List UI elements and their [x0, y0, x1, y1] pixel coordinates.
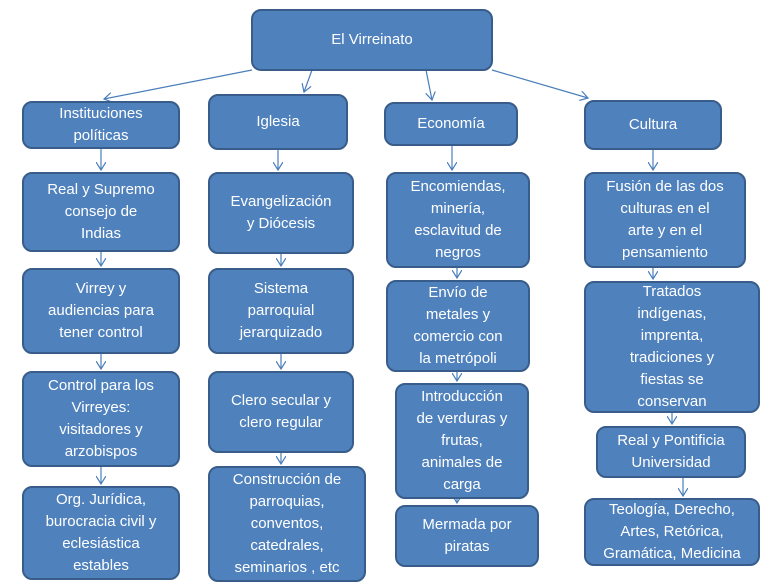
header-iglesia: Iglesia: [208, 94, 348, 150]
node-label: Tratados indígenas, imprenta, tradicione…: [629, 283, 715, 410]
connector-arrow: [425, 69, 432, 100]
node-label: Clero secular y clero regular: [230, 392, 332, 431]
node-label: Mermada por piratas: [422, 516, 512, 555]
node-consejo-indias: Real y Supremo consejo de Indias: [22, 172, 180, 252]
header-cultura: Cultura: [584, 100, 722, 150]
node-sistema-parroquial: Sistema parroquial jerarquizado: [208, 268, 354, 354]
connector-arrow: [304, 69, 313, 92]
node-label: Envío de metales y comercio con la metró…: [413, 284, 503, 367]
header-label: Instituciones políticas: [59, 105, 143, 144]
node-label: Sistema parroquial jerarquizado: [239, 280, 323, 341]
connector-arrow: [491, 69, 588, 98]
node-virrey-audiencias: Virrey y audiencias para tener control: [22, 268, 180, 354]
root-node: El Virreinato: [251, 9, 493, 71]
node-mermada: Mermada por piratas: [395, 505, 539, 567]
header-label: Iglesia: [256, 113, 300, 130]
node-org-juridica: Org. Jurídica, burocracia civil y eclesi…: [22, 486, 180, 580]
node-label: Construcción de parroquias, conventos, c…: [232, 471, 342, 576]
node-evangelizacion: Evangelización y Diócesis: [208, 172, 354, 254]
node-encomiendas: Encomiendas, minería, esclavitud de negr…: [386, 172, 530, 268]
node-label: Evangelización y Diócesis: [230, 193, 332, 232]
node-construccion: Construcción de parroquias, conventos, c…: [208, 466, 366, 582]
root-label: El Virreinato: [331, 31, 413, 48]
node-label: Virrey y audiencias para tener control: [48, 280, 154, 341]
node-label: Introducción de verduras y frutas, anima…: [416, 388, 508, 493]
node-tratados: Tratados indígenas, imprenta, tradicione…: [584, 281, 760, 413]
node-materias: Teología, Derecho, Artes, Retórica, Gram…: [584, 498, 760, 566]
header-economia: Economía: [384, 102, 518, 146]
header-label: Cultura: [628, 116, 678, 133]
node-envio-metales: Envío de metales y comercio con la metró…: [386, 280, 530, 372]
node-clero: Clero secular y clero regular: [208, 371, 354, 453]
node-label: Org. Jurídica, burocracia civil y eclesi…: [45, 491, 157, 574]
node-label: Real y Supremo consejo de Indias: [47, 181, 155, 242]
node-label: Control para los Virreyes: visitadores y…: [48, 377, 154, 460]
header-label: Economía: [417, 115, 485, 132]
node-introduccion: Introducción de verduras y frutas, anima…: [395, 383, 529, 499]
node-universidad: Real y Pontificia Universidad: [596, 426, 746, 478]
connector-arrow: [104, 69, 253, 99]
node-fusion: Fusión de las dos culturas en el arte y …: [584, 172, 746, 268]
node-label: Teología, Derecho, Artes, Retórica, Gram…: [603, 501, 741, 562]
header-instituciones: Instituciones políticas: [22, 101, 180, 149]
node-label: Encomiendas, minería, esclavitud de negr…: [410, 178, 506, 261]
node-label: Real y Pontificia Universidad: [617, 432, 725, 471]
node-label: Fusión de las dos culturas en el arte y …: [606, 178, 724, 261]
node-control-virreyes: Control para los Virreyes: visitadores y…: [22, 371, 180, 467]
